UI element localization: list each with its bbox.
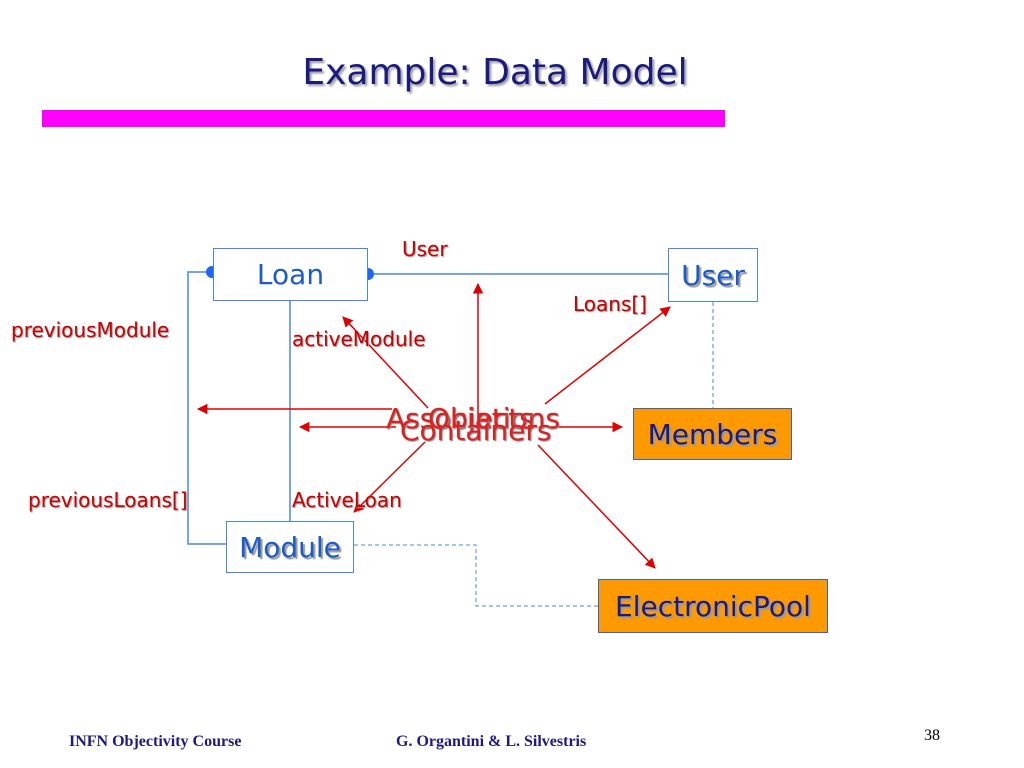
footer-authors: G. Organtini & L. Silvestris <box>396 733 587 750</box>
user-relation-label: User <box>402 237 448 261</box>
electronic-pool-box-label: ElectronicPool <box>615 589 811 623</box>
previous-module-label: previousModule <box>11 318 170 342</box>
user-box: User <box>668 248 758 302</box>
members-box-label: Members <box>647 417 778 451</box>
arrow-to-electronic-pool <box>537 444 656 569</box>
members-box: Members <box>633 408 792 460</box>
arrow-to-loan <box>342 316 429 409</box>
title-underline-bar <box>42 110 725 127</box>
associations-label: Associations <box>386 402 561 435</box>
arrow-to-user-box <box>544 306 671 405</box>
loan-box-label: Loan <box>256 258 325 291</box>
slide-title: Example: Data Model <box>302 52 688 93</box>
user-box-label: User <box>681 258 745 292</box>
page-number: 38 <box>924 727 940 744</box>
loan-box: Loan <box>213 248 368 301</box>
containers-label: Containers <box>400 414 552 447</box>
module-pool-dashed <box>354 544 598 607</box>
loan-module-bracket <box>187 271 226 545</box>
footer-course: INFN Objectivity Course <box>69 733 242 750</box>
previous-loans-label: previousLoans[] <box>28 488 188 512</box>
module-box-label: Module <box>239 530 341 564</box>
loans-relation-label: Loans[] <box>573 292 647 316</box>
electronic-pool-box: ElectronicPool <box>598 579 828 633</box>
module-box: Module <box>226 521 354 573</box>
objects-label: Objects <box>428 402 534 435</box>
active-module-label: activeModule <box>292 327 426 351</box>
arrow-to-module <box>353 441 426 513</box>
active-loan-label: ActiveLoan <box>292 488 402 512</box>
